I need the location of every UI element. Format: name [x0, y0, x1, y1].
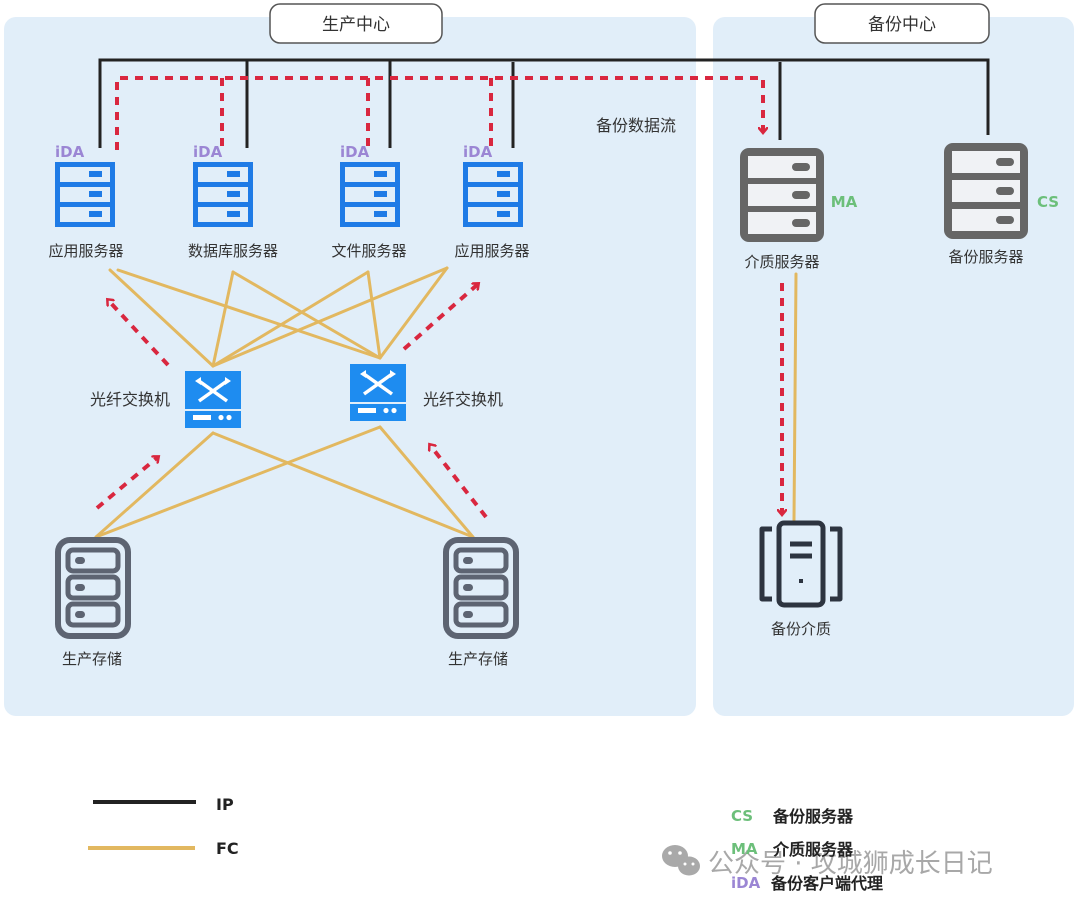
production-zone-title: 生产中心 [269, 3, 443, 44]
backup-zone-title: 备份中心 [814, 3, 990, 44]
cs-tag: CS [1037, 193, 1059, 211]
media-server: MA 介质服务器 [740, 148, 858, 271]
watermark: 公众号 · 攻城狮成长日记 [662, 845, 993, 879]
flow-arrow-switch-to-app2 [402, 284, 478, 351]
server-icon [340, 162, 400, 227]
backup-flow-label: 备份数据流 [596, 116, 676, 135]
wechat-icon [662, 845, 700, 876]
production-server-label: 数据库服务器 [188, 242, 278, 260]
ida-tag: iDA [193, 143, 223, 161]
role-legend: CS 备份服务器 MA 介质服务器 iDA 备份客户端代理 [731, 807, 883, 893]
fiber-switch: 光纤交换机 [90, 371, 241, 428]
backup-media-label: 备份介质 [771, 620, 831, 638]
media-server-label: 介质服务器 [744, 253, 819, 271]
server-icon [55, 162, 115, 227]
legend-cs-label: 备份服务器 [772, 807, 854, 826]
fc-network [94, 266, 798, 539]
storage-label: 生产存储 [62, 650, 122, 668]
server-icon [944, 143, 1028, 239]
ida-tag: iDA [55, 143, 85, 161]
legend-ma-label: 介质服务器 [772, 840, 854, 859]
backup-media-icon [759, 520, 843, 608]
legend-fc-label: FC [216, 839, 239, 858]
fiber-switch: 光纤交换机 [350, 364, 503, 421]
legend-ida-label: 备份客户端代理 [770, 874, 883, 893]
ida-tag: iDA [340, 143, 370, 161]
production-server-label: 应用服务器 [454, 242, 529, 260]
backup-zone [713, 17, 1074, 716]
svg-text:生产中心: 生产中心 [322, 15, 390, 35]
production-server: iDA 应用服务器 [48, 143, 123, 260]
legend-ida-abbr: iDA [731, 874, 761, 892]
storage-label: 生产存储 [448, 650, 508, 668]
switch-icon [185, 371, 241, 428]
server-icon [463, 162, 523, 227]
production-server-label: 文件服务器 [331, 242, 406, 260]
ip-network [98, 58, 990, 148]
legend-cs-abbr: CS [731, 807, 753, 825]
line-legend: IP FC [88, 795, 239, 858]
switch-label: 光纤交换机 [90, 390, 170, 409]
storage-icon [55, 537, 131, 639]
ma-tag: MA [831, 193, 858, 211]
production-storage: 生产存储 [55, 537, 131, 668]
server-icon [193, 162, 253, 227]
server-icon [740, 148, 824, 242]
production-server: iDA 数据库服务器 [188, 143, 278, 260]
backup-media: 备份介质 [759, 520, 843, 638]
flow-arrow-storage2-up [430, 445, 488, 519]
production-storage: 生产存储 [443, 537, 519, 668]
svg-text:公众号 · 攻城狮成长日记: 公众号 · 攻城狮成长日记 [708, 849, 993, 879]
backup-server-label: 备份服务器 [948, 248, 1023, 266]
backup-server: CS 备份服务器 [944, 143, 1059, 266]
switch-icon [350, 364, 406, 421]
backup-data-flow [95, 76, 782, 519]
production-server: iDA 应用服务器 [454, 143, 529, 260]
production-server-label: 应用服务器 [48, 242, 123, 260]
legend-ip-label: IP [216, 795, 234, 814]
storage-icon [443, 537, 519, 639]
ida-tag: iDA [463, 143, 493, 161]
ip-bus-line [98, 58, 990, 148]
svg-text:备份中心: 备份中心 [868, 15, 936, 35]
flow-to-media-server [115, 76, 763, 150]
flow-arrow-storage1-up [95, 457, 158, 510]
legend-ma-abbr: MA [731, 840, 758, 858]
production-server: iDA 文件服务器 [331, 143, 406, 260]
switch-label: 光纤交换机 [423, 390, 503, 409]
